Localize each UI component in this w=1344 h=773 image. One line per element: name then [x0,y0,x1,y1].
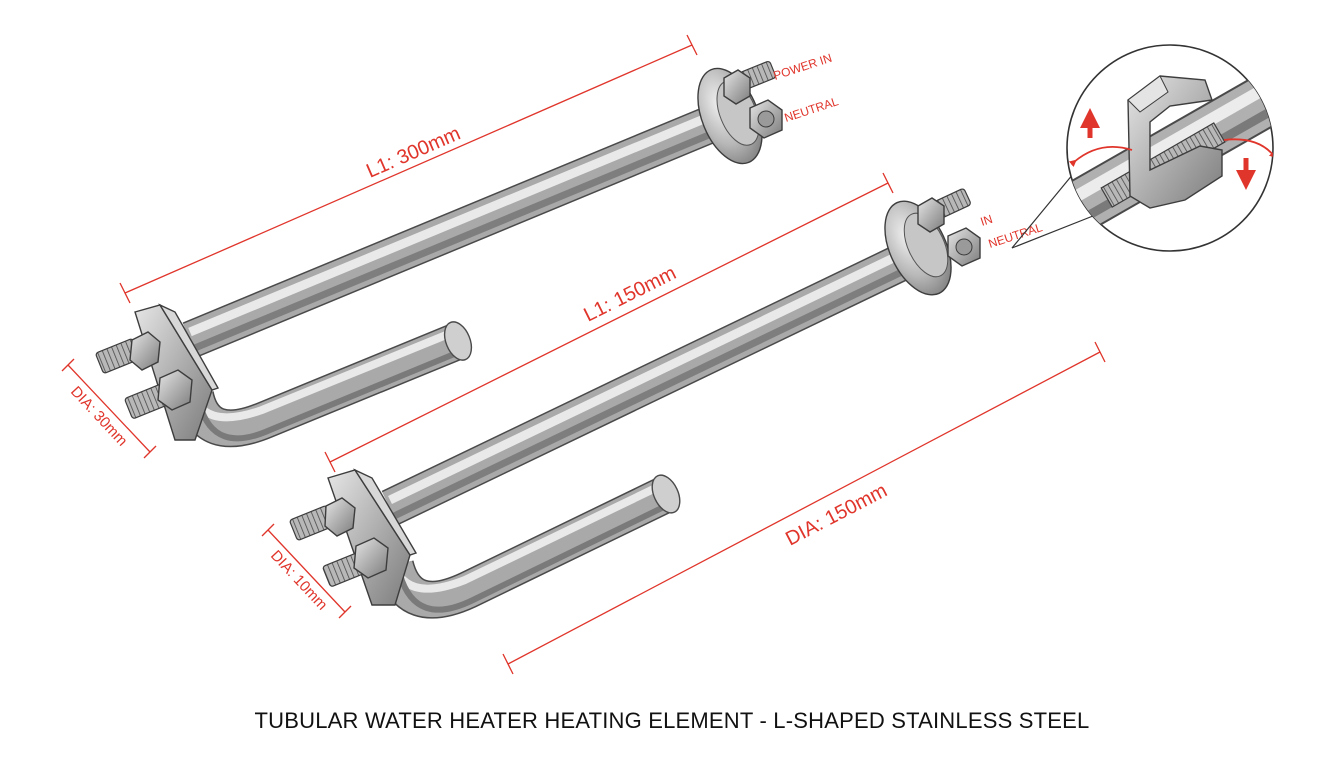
diagram-caption: TUBULAR WATER HEATER HEATING ELEMENT - L… [254,708,1090,733]
large-power-in-label: POWER IN [772,51,834,83]
large-length-label: L1: 300mm [363,123,464,183]
small-diameter-label: DIA: 10mm [267,547,331,613]
large-tube-long [182,92,753,358]
large-base-bolt-top [95,331,161,374]
small-base-bolt-top [289,497,356,541]
clamp-detail-icon [1067,68,1273,236]
large-terminal-power [723,60,776,105]
heating-element-large: L1: 300mm DIA: 30mm POWER IN NEUTRAL [61,34,841,459]
small-in-label: IN [979,212,995,229]
large-terminal-neutral [749,99,783,139]
small-tube-long [381,228,944,526]
large-diameter-label: DIA: 30mm [67,383,131,449]
small-base-bolt-bottom [322,537,389,587]
small-terminal-power [917,188,971,233]
large-neutral-label: NEUTRAL [783,94,841,125]
large-base-bolt-bottom [124,369,193,419]
small-terminal-neutral [947,227,981,267]
detail-callout [1011,44,1274,252]
